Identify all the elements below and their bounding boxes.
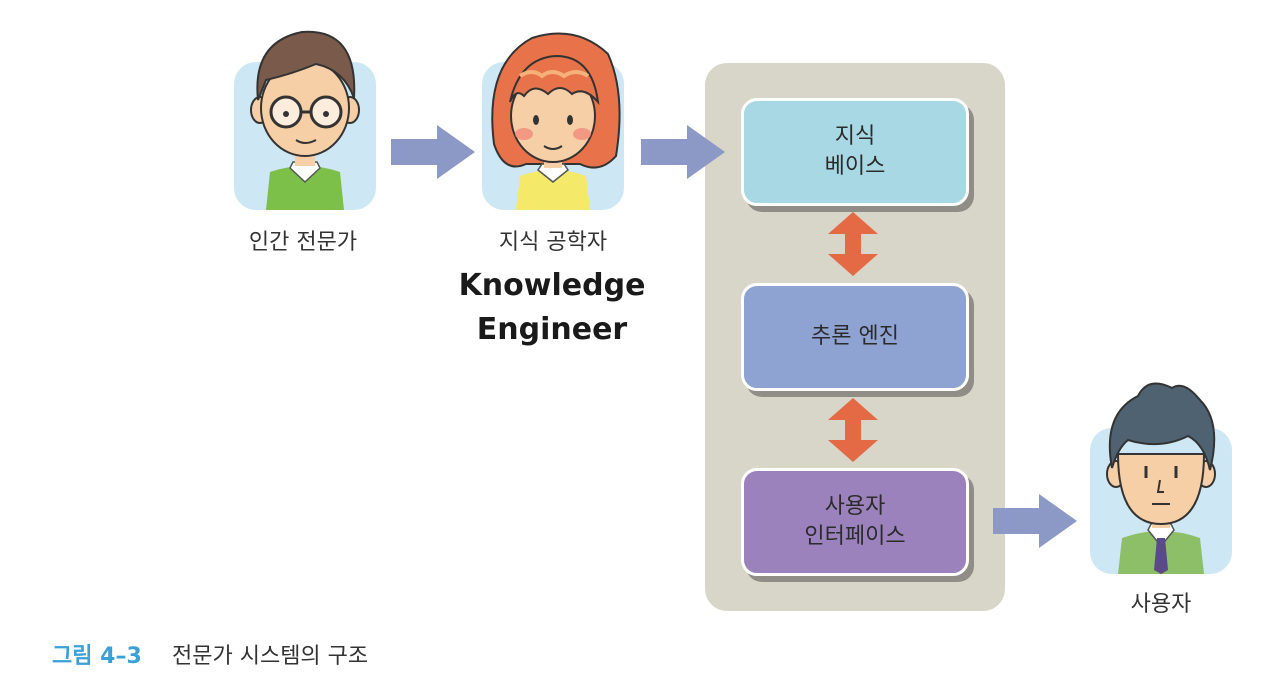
knowledge-engineer-en-line2: Engineer (476, 312, 628, 347)
user-interface-label-line2: 인터페이스 (804, 524, 906, 549)
figure-caption: 전문가 시스템의 구조 (172, 644, 369, 669)
figure-number: 그림 4–3 (52, 644, 142, 669)
knowledge-engineer-label: 지식 공학자 (498, 230, 608, 255)
interface-to-user-arrow (993, 494, 1077, 548)
user-icon (1090, 382, 1232, 574)
knowledge-engineer-icon (482, 32, 624, 210)
engine-ui-double-arrow (828, 398, 878, 462)
user-label: 사용자 (1130, 592, 1192, 617)
knowledge-base-box: 지식 베이스 (741, 98, 969, 206)
knowledge-base-label-line2: 베이스 (824, 154, 886, 179)
knowledge-base-label-line1: 지식 (834, 124, 876, 149)
knowledge-engineer-en-line1: Knowledge (458, 268, 646, 303)
inference-engine-label: 추론 엔진 (811, 324, 899, 349)
inference-engine-box: 추론 엔진 (741, 283, 969, 391)
kb-engine-double-arrow (828, 212, 878, 276)
human-expert-label: 인간 전문가 (248, 230, 358, 255)
engineer-to-knowledge-base-arrow (641, 125, 725, 179)
human-expert-icon (234, 30, 376, 210)
user-interface-box: 사용자 인터페이스 (741, 468, 969, 576)
user-interface-label-line1: 사용자 (824, 494, 886, 519)
expert-to-engineer-arrow (391, 125, 475, 179)
